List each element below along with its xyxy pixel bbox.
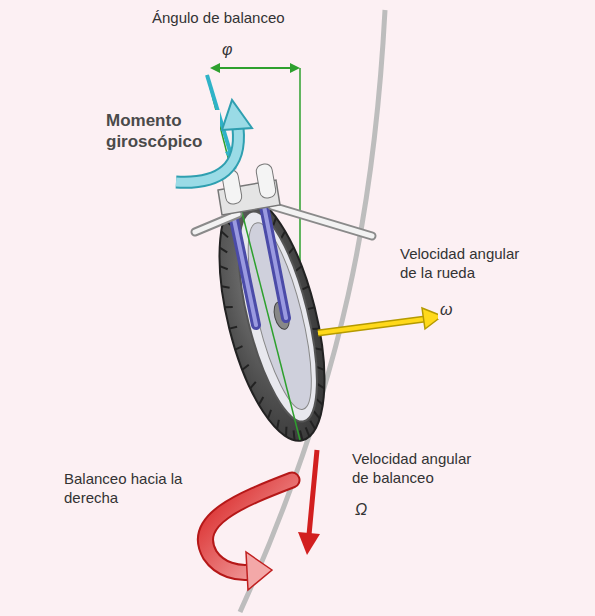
tread-mark <box>221 230 228 239</box>
tread-mark <box>241 365 249 370</box>
tread-mark <box>307 307 315 309</box>
tread-mark <box>220 246 228 254</box>
tread-mark <box>225 305 233 309</box>
angle-symbol: φ <box>220 40 234 59</box>
tread-mark <box>316 397 323 406</box>
tread-mark <box>292 430 296 440</box>
roll-angular-velocity-arrow <box>309 450 317 535</box>
lean-line <box>207 75 300 440</box>
handlebar <box>195 214 238 232</box>
arrowhead <box>210 63 220 73</box>
handlebar <box>272 206 372 236</box>
tread-mark <box>257 397 265 405</box>
roll-velocity-label: Velocidad angular de balanceo <box>350 449 492 487</box>
fork-top <box>255 163 277 199</box>
omega-symbol: ω <box>438 300 454 319</box>
tread-mark <box>284 427 289 437</box>
arrowhead <box>246 552 272 590</box>
moment-label: Momento giroscópico <box>104 110 220 152</box>
angle-arrow <box>212 67 298 69</box>
title-label: Ángulo de balanceo <box>150 8 287 27</box>
tread-mark <box>275 420 281 429</box>
tread-mark <box>314 410 320 419</box>
arrowhead <box>298 532 320 555</box>
wheel-velocity-label: Velocidad angular de la rueda <box>398 244 540 282</box>
handlebar <box>272 206 372 236</box>
wheel-angular-velocity-arrow <box>318 319 425 333</box>
fork-leg <box>262 196 286 318</box>
arrowhead <box>222 100 252 130</box>
wheel-angular-velocity-arrow <box>318 319 425 333</box>
arrowhead <box>290 63 300 73</box>
roll-direction-label: Balanceo hacia la derecha <box>62 469 198 507</box>
tread-mark <box>249 382 257 389</box>
tread-mark <box>220 264 228 271</box>
tread-mark <box>310 420 315 430</box>
handlebar <box>195 214 238 232</box>
tread-mark <box>221 284 229 289</box>
tread-mark <box>235 346 243 350</box>
roll-velocity-symbol: Ω <box>353 500 369 519</box>
tread-mark <box>266 410 273 419</box>
tread-mark <box>229 327 237 329</box>
fork-leg <box>262 196 286 318</box>
tread-mark <box>306 427 310 437</box>
